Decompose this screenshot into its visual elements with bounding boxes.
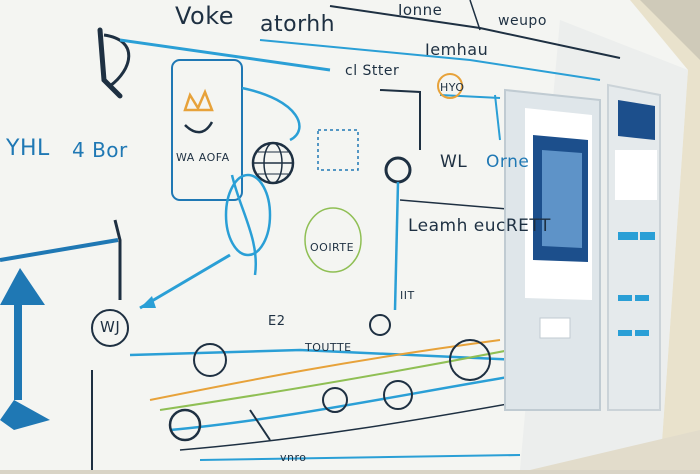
label-yhl: YHL — [6, 136, 50, 161]
tablet-device — [504, 88, 601, 411]
label-dtrte: OOIRTE — [310, 241, 355, 254]
label-atorhh: atorhh — [260, 12, 336, 37]
label-mid-scrawl: WA AOFA — [176, 151, 230, 164]
phone-screen — [618, 100, 655, 140]
label-orne: Orne — [486, 152, 530, 172]
label-wl: WL — [440, 152, 468, 172]
label-toutte: TOUTTE — [305, 341, 352, 354]
label-weupo: weupo — [498, 13, 547, 29]
label-avbor: 4 Bor — [72, 138, 128, 162]
phone-device — [607, 83, 661, 411]
label-learn: Leamh eucRETT — [408, 216, 551, 236]
label-iit: IIT — [400, 289, 415, 302]
tower-triangle — [0, 268, 45, 305]
label-ionne: Ionne — [398, 1, 443, 19]
label-bottom-mid: vnro — [280, 451, 307, 464]
label-hyo: HYO — [440, 81, 465, 94]
label-lemhau: Iemhau — [425, 40, 489, 59]
label-lower-left: WJ — [100, 318, 121, 336]
label-voke: Voke — [175, 2, 235, 30]
label-e2: E2 — [268, 314, 286, 329]
label-dstter: cl Stter — [345, 63, 400, 79]
left-box — [171, 59, 243, 201]
